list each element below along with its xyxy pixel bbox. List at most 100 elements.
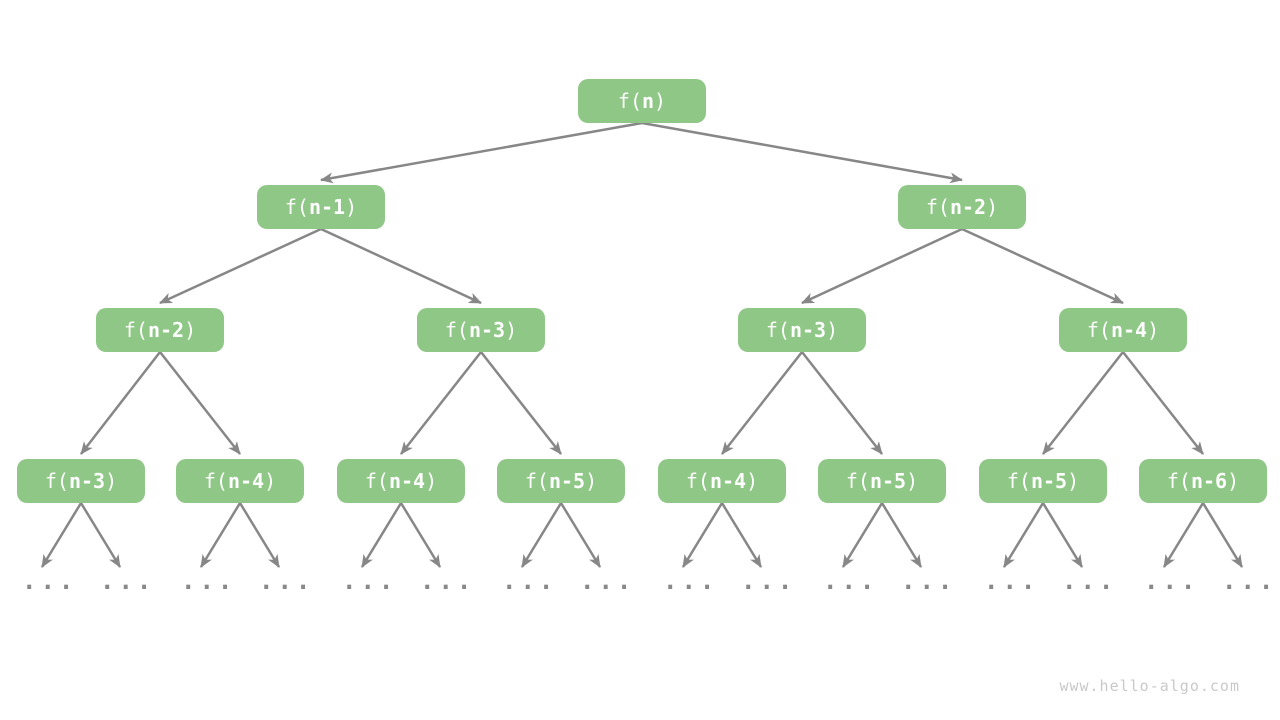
ellipsis: ... xyxy=(1222,567,1278,595)
ellipsis: ... xyxy=(741,567,797,595)
node-label-prefix: f( xyxy=(284,195,309,219)
edge-arrow xyxy=(40,502,83,568)
edge-arrow xyxy=(1162,502,1205,568)
edge-arrow xyxy=(559,502,602,568)
node-label-suffix: ) xyxy=(906,469,919,493)
edge-arrow xyxy=(400,351,482,455)
ellipsis: ... xyxy=(1062,567,1118,595)
node-label-suffix: ) xyxy=(345,195,358,219)
tree-node: f(n-3) xyxy=(17,459,145,503)
edge-arrow xyxy=(721,351,803,455)
node-label-suffix: ) xyxy=(425,469,438,493)
node-label-prefix: f( xyxy=(1166,469,1191,493)
edge-arrow xyxy=(520,502,563,568)
node-label-suffix: ) xyxy=(585,469,598,493)
edge-arrow xyxy=(641,121,963,184)
node-label-arg: n-3 xyxy=(68,469,106,493)
edge-arrow xyxy=(360,502,403,568)
node-label-prefix: f( xyxy=(765,318,790,342)
ellipsis: ... xyxy=(984,567,1040,595)
ellipsis: ... xyxy=(823,567,879,595)
tree-node: f(n-6) xyxy=(1139,459,1267,503)
edge-arrow xyxy=(238,502,281,568)
node-label-suffix: ) xyxy=(105,469,118,493)
edge-arrow xyxy=(159,227,322,305)
ellipsis: ... xyxy=(342,567,398,595)
ellipsis: ... xyxy=(1144,567,1200,595)
edge-arrow xyxy=(159,351,241,455)
watermark-text: www.hello-algo.com xyxy=(1059,677,1240,695)
ellipsis: ... xyxy=(901,567,957,595)
edge-arrow xyxy=(480,351,562,455)
node-label-prefix: f( xyxy=(364,469,389,493)
node-label-arg: n-4 xyxy=(709,469,747,493)
ellipsis: ... xyxy=(420,567,476,595)
node-label-arg: n-5 xyxy=(1030,469,1068,493)
edge-arrow xyxy=(199,502,242,568)
node-label-suffix: ) xyxy=(1147,318,1160,342)
node-label-suffix: ) xyxy=(184,318,197,342)
tree-node-root: f(n) xyxy=(578,79,706,123)
ellipsis: ... xyxy=(259,567,315,595)
ellipsis: ... xyxy=(663,567,719,595)
tree-node: f(n-4) xyxy=(1059,308,1187,352)
edge-arrow xyxy=(1042,351,1124,455)
node-label-suffix: ) xyxy=(1067,469,1080,493)
edge-arrow xyxy=(1041,502,1084,568)
node-label-prefix: f( xyxy=(444,318,469,342)
node-label-suffix: ) xyxy=(1227,469,1240,493)
node-label-arg: n-3 xyxy=(789,318,827,342)
node-label-suffix: ) xyxy=(826,318,839,342)
ellipsis: ... xyxy=(502,567,558,595)
tree-node: f(n-4) xyxy=(337,459,465,503)
edge-arrow xyxy=(80,351,161,455)
edge-arrow xyxy=(801,227,963,305)
node-label-arg: n-2 xyxy=(949,195,987,219)
edge-arrow xyxy=(681,502,724,568)
node-label-arg: n-4 xyxy=(227,469,265,493)
edge-arrow xyxy=(320,121,643,184)
node-label-arg: n-3 xyxy=(468,318,506,342)
node-label-prefix: f( xyxy=(1086,318,1111,342)
node-label-prefix: f( xyxy=(685,469,710,493)
node-label-suffix: ) xyxy=(746,469,759,493)
edge-arrow xyxy=(399,502,442,568)
node-label-suffix: ) xyxy=(264,469,277,493)
edge-arrow xyxy=(841,502,884,568)
node-label-arg: n-5 xyxy=(548,469,586,493)
tree-node: f(n-2) xyxy=(96,308,224,352)
tree-node: f(n-3) xyxy=(417,308,545,352)
node-label-prefix: f( xyxy=(44,469,69,493)
node-label-arg: n-1 xyxy=(308,195,346,219)
edge-arrow xyxy=(801,351,883,455)
edge-arrow xyxy=(320,227,482,305)
node-label-prefix: f( xyxy=(925,195,950,219)
edge-arrow xyxy=(720,502,763,568)
node-label-suffix: ) xyxy=(654,89,667,113)
node-label-arg: n-5 xyxy=(869,469,907,493)
edge-arrow xyxy=(1122,351,1204,455)
edge-arrow xyxy=(1201,502,1244,568)
node-label-prefix: f( xyxy=(123,318,148,342)
node-label-prefix: f( xyxy=(524,469,549,493)
tree-node: f(n-2) xyxy=(898,185,1026,229)
ellipsis: ... xyxy=(181,567,237,595)
edge-arrow xyxy=(961,227,1124,305)
tree-node: f(n-3) xyxy=(738,308,866,352)
node-label-suffix: ) xyxy=(986,195,999,219)
tree-node: f(n-4) xyxy=(176,459,304,503)
node-label-arg: n xyxy=(642,89,655,113)
node-label-prefix: f( xyxy=(203,469,228,493)
node-label-prefix: f( xyxy=(1006,469,1031,493)
edge-arrow xyxy=(880,502,923,568)
node-label-prefix: f( xyxy=(617,89,642,113)
node-label-arg: n-2 xyxy=(147,318,185,342)
tree-node: f(n-5) xyxy=(497,459,625,503)
ellipsis: ... xyxy=(100,567,156,595)
node-label-prefix: f( xyxy=(845,469,870,493)
tree-node: f(n-4) xyxy=(658,459,786,503)
node-label-arg: n-4 xyxy=(388,469,426,493)
tree-node: f(n-5) xyxy=(979,459,1107,503)
node-label-arg: n-4 xyxy=(1110,318,1148,342)
